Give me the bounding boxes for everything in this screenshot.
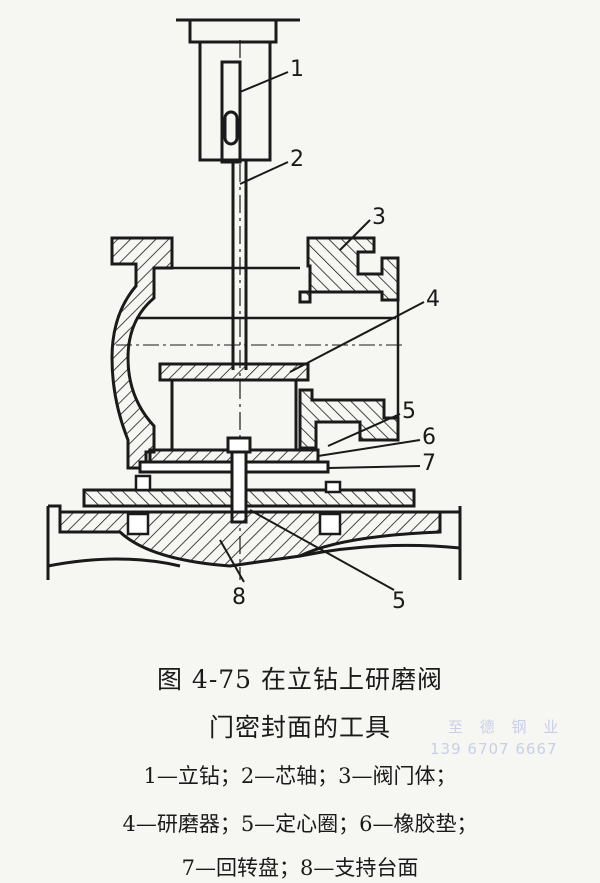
callout-4: 4 xyxy=(426,287,440,312)
callout-2: 2 xyxy=(290,147,304,172)
watermark-phone: 139 6707 6667 xyxy=(430,740,558,758)
valve-body-outline xyxy=(116,266,404,418)
legend-line2: 4—研磨器；5—定心圈；6—橡胶垫； xyxy=(122,812,478,836)
machine-base xyxy=(46,504,462,580)
legend-line1: 1—立钻；2—芯轴；3—阀门体； xyxy=(143,764,457,788)
callout-5: 5 xyxy=(402,399,416,424)
valve-body-right xyxy=(298,236,400,304)
valve-outlet-lower xyxy=(298,388,400,450)
base-bolts xyxy=(126,474,342,536)
callout-1: 1 xyxy=(290,57,304,82)
leader-lines xyxy=(219,71,425,591)
valve-lapping-tool-drawing: 1 2 3 4 5 6 7 8 5 xyxy=(46,18,462,614)
figure-title-line2: 门密封面的工具 xyxy=(208,713,391,742)
legend-line3: 7—回转盘；8—支持台面 xyxy=(181,856,419,880)
center-bolt xyxy=(226,436,252,524)
figure-title-line1: 图 4-75 在立钻上研磨阀 xyxy=(156,665,444,694)
watermark-company: 至 德 钢 业 xyxy=(448,718,565,736)
valve-body-left xyxy=(110,236,174,470)
callout-8: 8 xyxy=(232,585,246,610)
drill-head xyxy=(176,18,300,164)
rotary-plate xyxy=(82,488,416,508)
callout-7: 7 xyxy=(422,451,436,476)
callout-3: 3 xyxy=(372,205,386,230)
lapping-disc xyxy=(158,362,310,382)
callout-5b: 5 xyxy=(392,589,406,614)
callout-6: 6 xyxy=(422,425,436,450)
